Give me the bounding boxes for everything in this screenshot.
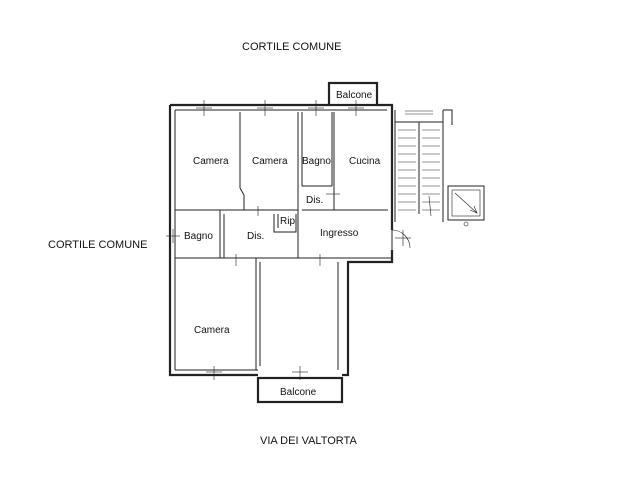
room-rip-label: Rip bbox=[280, 216, 295, 227]
balcony-top: Balcone bbox=[327, 81, 379, 107]
room-camera-1-label: Camera bbox=[193, 156, 229, 167]
room-bagno-2-label: Bagno bbox=[184, 231, 213, 242]
room-dis-1-label: Dis. bbox=[306, 195, 323, 206]
elevator bbox=[447, 185, 485, 227]
outer-walls bbox=[168, 103, 394, 377]
room-ingresso-label: Ingresso bbox=[320, 228, 359, 239]
interior-walls bbox=[175, 112, 392, 370]
room-cucina-label: Cucina bbox=[349, 156, 381, 167]
courtyard-label-top: CORTILE COMUNE bbox=[242, 41, 341, 53]
entrance-door bbox=[391, 229, 411, 250]
room-labels: Camera Camera Bagno Cucina Dis. Bagno Di… bbox=[184, 156, 381, 336]
room-bagno-1-label: Bagno bbox=[302, 156, 331, 167]
balcony-bottom: Balcone bbox=[256, 376, 344, 404]
courtyard-label-left: CORTILE COMUNE bbox=[48, 239, 147, 251]
window-marks bbox=[166, 100, 411, 380]
room-camera-3-label: Camera bbox=[194, 325, 230, 336]
balcony-top-label: Balcone bbox=[336, 90, 373, 101]
balcony-bottom-label: Balcone bbox=[280, 387, 317, 398]
street-label: VIA DEI VALTORTA bbox=[260, 435, 357, 447]
staircase bbox=[394, 109, 453, 222]
room-camera-2-label: Camera bbox=[252, 156, 288, 167]
room-dis-2-label: Dis. bbox=[247, 231, 264, 242]
